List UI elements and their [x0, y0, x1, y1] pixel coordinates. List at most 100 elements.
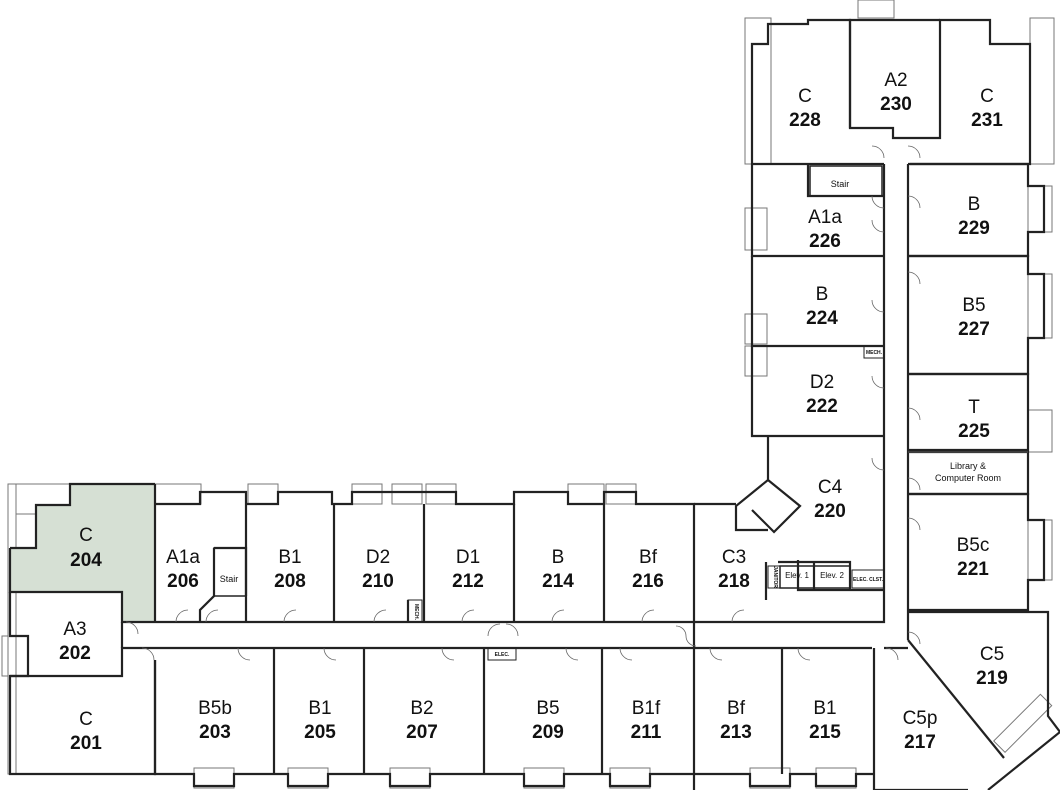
- library-label-line2: Computer Room: [935, 473, 1001, 483]
- unit-231[interactable]: C 231: [971, 86, 1003, 131]
- unit-number: 207: [406, 722, 438, 743]
- unit-203[interactable]: B5b 203: [198, 698, 232, 743]
- unit-type: B5: [962, 295, 985, 316]
- unit-213[interactable]: Bf 213: [720, 698, 752, 743]
- unit-number: 216: [632, 571, 664, 592]
- unit-number: 226: [809, 231, 841, 252]
- unit-211[interactable]: B1f 211: [631, 698, 662, 743]
- unit-labels: C 228 A2 230 C 231 A1a 226 B 229 B 224 B…: [59, 70, 1008, 754]
- unit-207[interactable]: B2 207: [406, 698, 438, 743]
- service-labels: Stair Stair Library & Computer Room Elev…: [220, 179, 1001, 658]
- unit-number: 201: [70, 733, 102, 754]
- unit-type: D2: [810, 372, 834, 393]
- unit-type: B5b: [198, 698, 232, 719]
- door-swings: [125, 145, 921, 661]
- unit-number: 217: [904, 732, 936, 753]
- unit-type: D1: [456, 547, 480, 568]
- unit-number: 214: [542, 571, 574, 592]
- unit-type: A1a: [166, 547, 200, 568]
- unit-type: C4: [818, 477, 843, 498]
- unit-228[interactable]: C 228: [789, 86, 821, 131]
- unit-type: B: [816, 284, 829, 305]
- unit-226[interactable]: A1a 226: [808, 207, 842, 252]
- unit-number: 206: [167, 571, 199, 592]
- unit-type: B5c: [957, 535, 990, 556]
- unit-type: Bf: [727, 698, 746, 719]
- unit-210[interactable]: D2 210: [362, 547, 394, 592]
- unit-202[interactable]: A3 202: [59, 619, 91, 664]
- unit-type: B1: [308, 698, 331, 719]
- unit-217[interactable]: C5p 217: [903, 708, 938, 753]
- unit-number: 211: [631, 722, 662, 743]
- library-label-line1: Library &: [950, 461, 986, 471]
- unit-216[interactable]: Bf 216: [632, 547, 664, 592]
- unit-number: 231: [971, 110, 1003, 131]
- unit-type: B5: [536, 698, 559, 719]
- unit-number: 220: [814, 501, 846, 522]
- unit-201[interactable]: C 201: [70, 709, 102, 754]
- unit-225[interactable]: T 225: [958, 397, 990, 442]
- unit-208[interactable]: B1 208: [274, 547, 306, 592]
- unit-type: C: [798, 86, 812, 107]
- mech-label-upper: MECH.: [866, 350, 883, 356]
- unit-214[interactable]: B 214: [542, 547, 574, 592]
- unit-type: B1: [278, 547, 301, 568]
- unit-227[interactable]: B5 227: [958, 295, 990, 340]
- unit-type: D2: [366, 547, 390, 568]
- unit-number: 225: [958, 421, 990, 442]
- elevator-1-label: Elev. 1: [785, 571, 809, 580]
- unit-type: Bf: [639, 547, 658, 568]
- unit-type: C: [980, 86, 994, 107]
- unit-number: 205: [304, 722, 336, 743]
- unit-number: 218: [718, 571, 750, 592]
- unit-number: 228: [789, 110, 821, 131]
- unit-220[interactable]: C4 220: [814, 477, 846, 522]
- unit-type: C5: [980, 644, 1004, 665]
- unit-206[interactable]: A1a 206: [166, 547, 200, 592]
- unit-type: C3: [722, 547, 746, 568]
- elec-label: ELEC.: [495, 652, 510, 658]
- unit-type: A3: [63, 619, 86, 640]
- unit-224[interactable]: B 224: [806, 284, 838, 329]
- unit-number: 227: [958, 319, 990, 340]
- unit-222[interactable]: D2 222: [806, 372, 838, 417]
- unit-229[interactable]: B 229: [958, 194, 990, 239]
- mech-label-lower: MECH.: [413, 604, 419, 621]
- unit-230[interactable]: A2 230: [880, 70, 912, 115]
- unit-205[interactable]: B1 205: [304, 698, 336, 743]
- unit-204-fill[interactable]: [10, 484, 155, 622]
- unit-number: 230: [880, 94, 912, 115]
- unit-number: 224: [806, 308, 838, 329]
- unit-219[interactable]: C5 219: [976, 644, 1008, 689]
- unit-204[interactable]: C 204: [70, 525, 102, 571]
- unit-212[interactable]: D1 212: [452, 547, 484, 592]
- unit-type: B: [968, 194, 981, 215]
- unit-number: 212: [452, 571, 484, 592]
- unit-218[interactable]: C3 218: [718, 547, 750, 592]
- unit-number: 229: [958, 218, 990, 239]
- unit-type: C: [79, 525, 93, 546]
- unit-number: 213: [720, 722, 752, 743]
- service-rooms: [213, 165, 885, 661]
- unit-type: B: [552, 547, 565, 568]
- unit-number: 222: [806, 396, 838, 417]
- unit-number: 215: [809, 722, 841, 743]
- unit-number: 203: [199, 722, 231, 743]
- unit-type: T: [968, 397, 980, 418]
- unit-215[interactable]: B1 215: [809, 698, 841, 743]
- unit-209[interactable]: B5 209: [532, 698, 564, 743]
- unit-type: C: [79, 709, 93, 730]
- unit-type: B1f: [632, 698, 661, 719]
- unit-number: 221: [957, 559, 989, 580]
- unit-type: A1a: [808, 207, 842, 228]
- janitor-label: JANITOR: [772, 566, 778, 588]
- unit-type: C5p: [903, 708, 938, 729]
- elec-closet-label: ELEC. CLST.: [853, 577, 884, 583]
- elevator-2-label: Elev. 2: [820, 571, 844, 580]
- unit-type: A2: [884, 70, 907, 91]
- unit-number: 204: [70, 550, 102, 571]
- unit-221[interactable]: B5c 221: [957, 535, 990, 580]
- walls: [8, 18, 1060, 790]
